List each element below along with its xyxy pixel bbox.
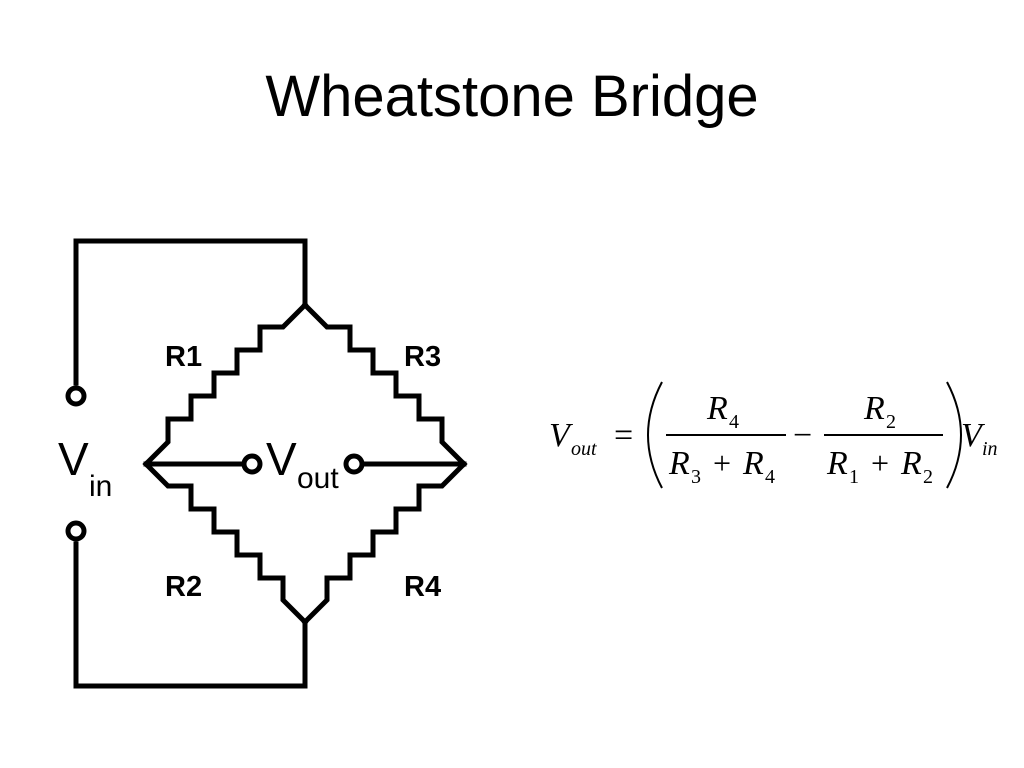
slide-title: Wheatstone Bridge xyxy=(265,64,759,129)
label-r1: R1 xyxy=(165,341,202,373)
formula-frac2-den-plus: + xyxy=(871,445,889,481)
formula-right-paren xyxy=(946,381,962,489)
label-r2: R2 xyxy=(165,571,202,603)
formula-frac1-num-sub: 4 xyxy=(729,411,739,433)
vin-terminal-top xyxy=(65,385,87,407)
formula-frac2-num-sub: 2 xyxy=(886,411,896,433)
vout-terminal-right xyxy=(343,453,365,475)
formula-frac1-den-var-a: R xyxy=(668,445,690,482)
formula-equals: = xyxy=(614,417,633,454)
vin-terminal-bottom xyxy=(65,520,87,542)
resistor-r3 xyxy=(301,301,468,468)
formula-frac2-den-var-b: R xyxy=(900,445,922,482)
formula-frac1-den-plus: + xyxy=(713,445,731,481)
formula-frac1-num-var: R xyxy=(706,390,728,427)
wire-top xyxy=(73,238,308,386)
formula-lhs-sub: out xyxy=(571,438,597,460)
label-vin-sub: in xyxy=(89,470,112,503)
formula-rhs-sub: in xyxy=(982,438,998,460)
vout-terminal-left xyxy=(241,453,263,475)
formula-frac2-num-var: R xyxy=(863,390,885,427)
label-vin-main: V xyxy=(58,433,89,485)
formula-frac2-den-var-a: R xyxy=(826,445,848,482)
label-vout-sub: out xyxy=(297,462,339,495)
node-bottom xyxy=(302,619,308,625)
wire-bottom xyxy=(73,541,308,689)
formula-frac1-den-sub-a: 3 xyxy=(691,466,701,488)
resistor-r1 xyxy=(142,301,309,468)
resistor-r2 xyxy=(142,460,309,626)
formula-minus: − xyxy=(793,417,812,454)
resistor-r4 xyxy=(301,460,468,626)
label-vout-main: V xyxy=(266,433,297,485)
label-r3: R3 xyxy=(404,341,441,373)
formula-left-paren xyxy=(647,381,663,489)
label-r4: R4 xyxy=(404,571,441,603)
formula-frac1-den-var-b: R xyxy=(742,445,764,482)
node-top xyxy=(302,302,308,308)
formula-frac2-den-sub-a: 1 xyxy=(849,466,859,488)
formula-frac2-den-sub-b: 2 xyxy=(923,466,933,488)
formula-frac1-den-sub-b: 4 xyxy=(765,466,775,488)
